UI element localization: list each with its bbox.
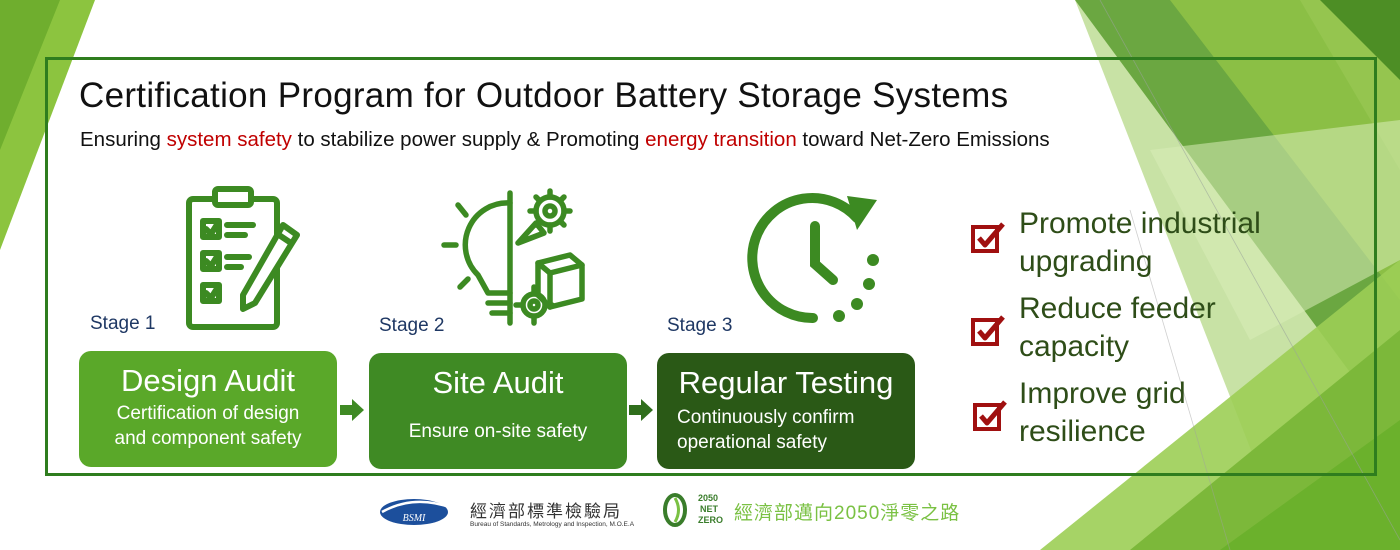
subtitle-text: toward Net-Zero Emissions xyxy=(796,128,1050,151)
stage-1-label: Stage 1 xyxy=(90,313,156,334)
stage-2-heading: Site Audit xyxy=(432,365,564,400)
subtitle-highlight-transition: energy transition xyxy=(645,128,797,151)
net-zero-zero: ZERO xyxy=(698,515,724,525)
arrow-right-icon xyxy=(340,399,364,421)
benefit-3-text: Improve grid resilience xyxy=(1019,377,1186,448)
subtitle-text: to stabilize power supply & Promoting xyxy=(291,128,646,151)
checkbox-checked-icon xyxy=(971,315,1005,346)
stage-1-heading: Design Audit xyxy=(120,363,296,398)
net-zero-slogan: 經濟部邁向2050淨零之路 xyxy=(734,503,961,524)
content-frame xyxy=(45,57,1377,476)
stage-3-box: Regular Testing Continuously confirm ope… xyxy=(657,353,915,469)
clipboard-checklist-icon xyxy=(186,186,300,330)
net-zero-net: NET xyxy=(700,504,718,514)
page-subtitle: Ensuring system safety to stabilize powe… xyxy=(80,128,1050,152)
stage-3-label: Stage 3 xyxy=(667,315,733,336)
stage-2-box: Site Audit Ensure on-site safety xyxy=(369,353,627,469)
bsmi-logo: BSMI xyxy=(380,499,453,525)
arrow-right-icon xyxy=(629,399,653,421)
stage-3-description: Continuously confirm operational safety xyxy=(677,407,855,453)
stage-3-heading: Regular Testing xyxy=(678,365,894,400)
checkbox-checked-icon xyxy=(973,400,1007,431)
stage-2-description: Ensure on-site safety xyxy=(408,421,588,442)
stage-2-label: Stage 2 xyxy=(379,315,445,336)
bsmi-english-name: Bureau of Standards, Metrology and Inspe… xyxy=(470,521,635,528)
stage-1-box: Design Audit Certification of design and… xyxy=(79,351,337,467)
benefit-2-text: Reduce feeder capacity xyxy=(1019,292,1216,363)
net-zero-emblem-icon xyxy=(663,493,687,527)
benefit-1-text: Promote industrial upgrading xyxy=(1019,207,1261,278)
bsmi-logo-text: BSMI xyxy=(403,513,426,524)
page-title: Certification Program for Outdoor Batter… xyxy=(79,76,1009,115)
lightbulb-gears-icon xyxy=(441,188,585,326)
subtitle-text: Ensuring xyxy=(80,128,167,151)
checkbox-checked-icon xyxy=(971,222,1005,253)
net-zero-year: 2050 xyxy=(698,493,719,503)
subtitle-highlight-safety: system safety xyxy=(166,128,292,151)
clock-refresh-icon xyxy=(747,193,879,324)
bsmi-chinese-name: 經濟部標準檢驗局 xyxy=(470,502,622,521)
stage-1-description: Certification of design and component sa… xyxy=(114,403,302,449)
